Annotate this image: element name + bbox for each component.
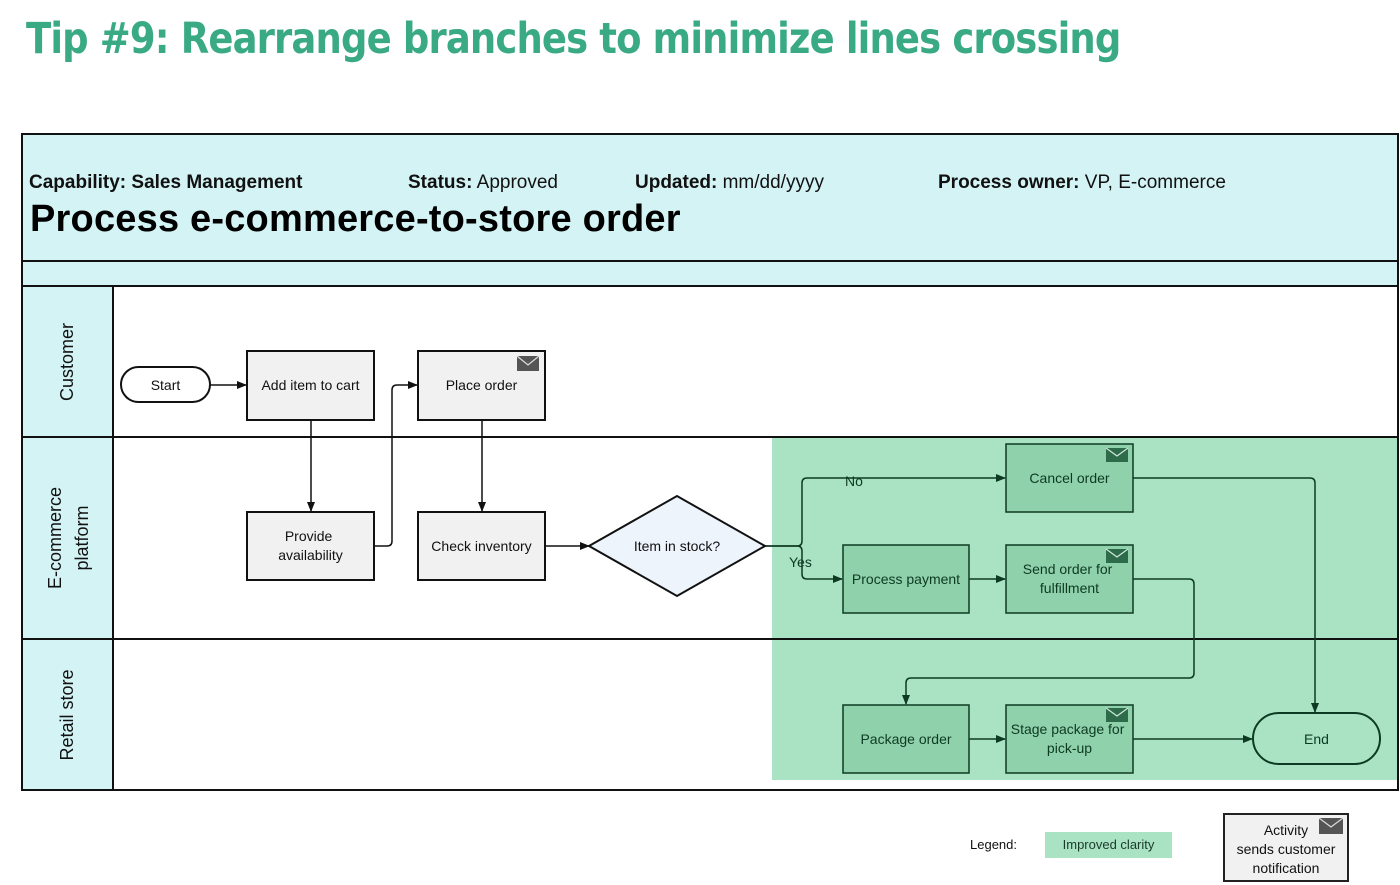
send-fulfillment-label: Send order for fulfillment bbox=[1023, 561, 1116, 596]
capability-field: Capability: Sales Management bbox=[29, 172, 303, 193]
envelope-icon bbox=[1105, 707, 1129, 722]
process-payment-label: Process payment bbox=[852, 571, 960, 587]
connectors bbox=[210, 381, 590, 550]
cancel-order-label: Cancel order bbox=[1029, 470, 1109, 486]
package-order-label: Package order bbox=[860, 731, 951, 747]
legend-improved-clarity: Improved clarity bbox=[1045, 832, 1172, 858]
process-payment-box[interactable]: Process payment bbox=[842, 544, 970, 614]
cancel-order-box[interactable]: Cancel order bbox=[1005, 443, 1134, 513]
package-order-box[interactable]: Package order bbox=[842, 704, 970, 774]
process-owner-field: Process owner: VP, E-commerce bbox=[938, 172, 1226, 193]
lane-label-customer: Customer bbox=[57, 323, 77, 401]
place-order-box[interactable]: Place order bbox=[417, 350, 546, 421]
edge-label-yes: Yes bbox=[789, 554, 812, 570]
lane-label-retail-store: Retail store bbox=[57, 669, 77, 760]
envelope-icon bbox=[1105, 447, 1129, 462]
start-label: Start bbox=[151, 377, 181, 393]
legend-label: Legend: bbox=[970, 837, 1017, 852]
start-node[interactable]: Start bbox=[120, 366, 211, 403]
provide-availability-box[interactable]: Provide availability bbox=[246, 511, 375, 581]
status-field: Status: Approved bbox=[408, 172, 558, 193]
envelope-icon bbox=[1319, 818, 1343, 834]
tip-title: Tip #9: Rearrange branches to minimize l… bbox=[26, 14, 1121, 64]
edge-fulfillment-to-package bbox=[902, 578, 1195, 705]
send-fulfillment-box[interactable]: Send order for fulfillment bbox=[1005, 544, 1134, 614]
updated-field: Updated: mm/dd/yyyy bbox=[635, 172, 824, 193]
add-item-to-cart-box[interactable]: Add item to cart bbox=[246, 350, 375, 421]
check-inventory-label: Check inventory bbox=[431, 538, 531, 554]
place-order-label: Place order bbox=[446, 377, 518, 393]
add-item-label: Add item to cart bbox=[261, 377, 359, 393]
decision-label: Item in stock? bbox=[634, 538, 721, 554]
improved-connectors bbox=[765, 474, 1319, 743]
edge-label-no: No bbox=[845, 473, 863, 489]
check-inventory-box[interactable]: Check inventory bbox=[417, 511, 546, 581]
stage-package-label: Stage package for pick-up bbox=[1011, 721, 1129, 756]
end-node[interactable]: End bbox=[1252, 712, 1381, 765]
edge-availability-to-place-order bbox=[375, 381, 418, 547]
envelope-icon bbox=[516, 355, 540, 371]
stage-package-box[interactable]: Stage package for pick-up bbox=[1005, 704, 1134, 774]
process-title: Process e-commerce-to-store order bbox=[30, 198, 681, 240]
lane-header-column bbox=[22, 286, 113, 790]
envelope-icon bbox=[1105, 548, 1129, 563]
end-label: End bbox=[1304, 731, 1329, 747]
provide-availability-label: Provide availability bbox=[278, 528, 343, 563]
legend-activity-notification: Activity sends customer notification bbox=[1223, 813, 1349, 882]
edge-cancel-to-end bbox=[1133, 477, 1319, 713]
edge-decision-yes-to-payment bbox=[765, 545, 843, 583]
item-in-stock-decision[interactable]: Item in stock? bbox=[586, 494, 768, 598]
